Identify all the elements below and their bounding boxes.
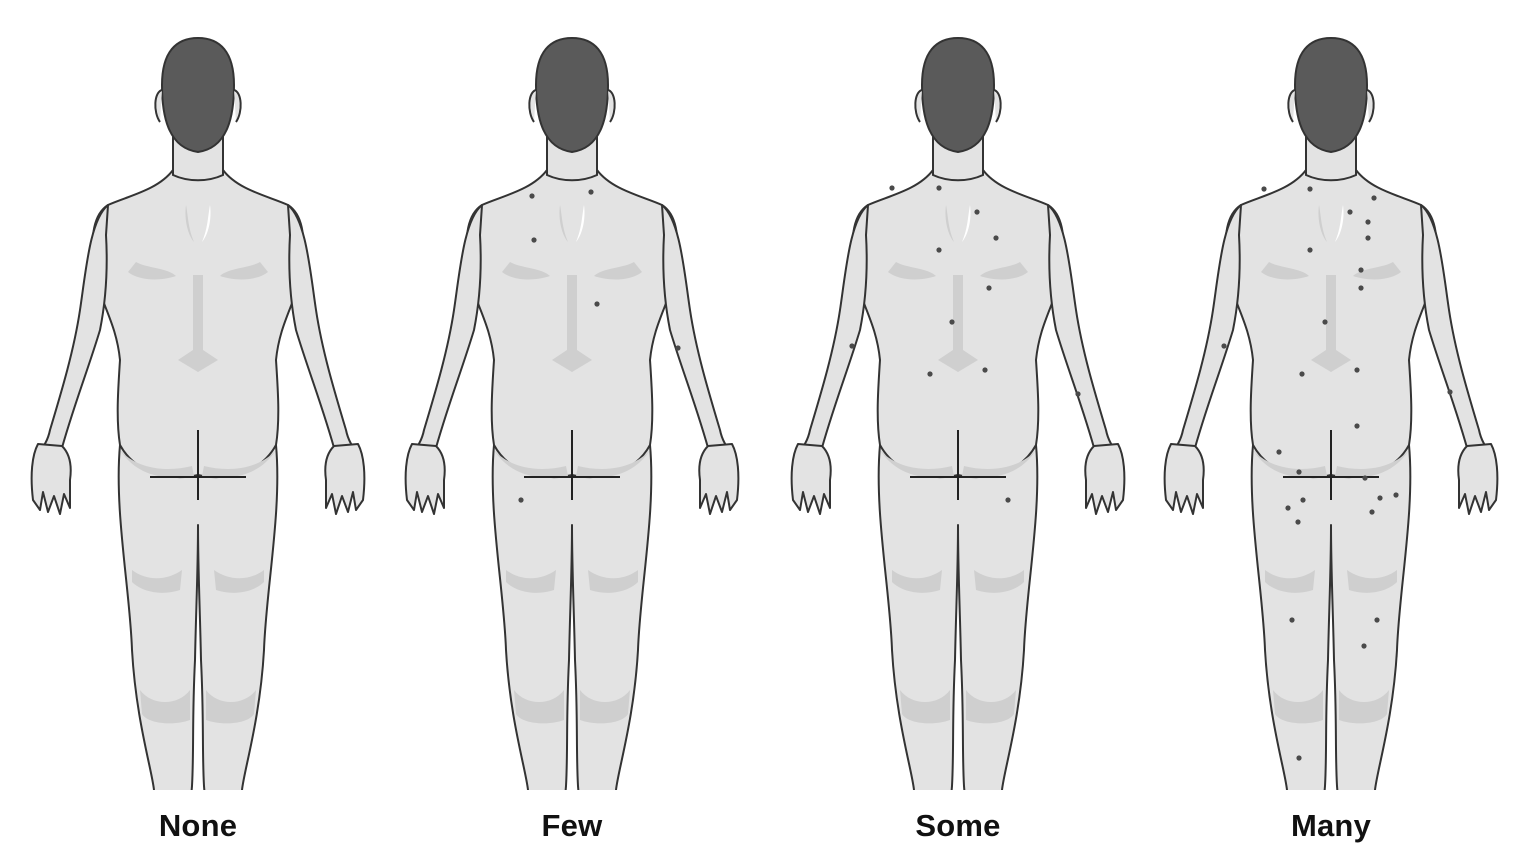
figures-svg	[30, 37, 1499, 812]
mole	[1365, 219, 1371, 225]
mole	[949, 319, 955, 325]
mole	[1296, 469, 1302, 475]
mole	[1307, 186, 1313, 192]
mole	[1276, 449, 1282, 455]
figure-few	[404, 37, 740, 812]
mole	[1005, 497, 1011, 503]
mole	[1393, 492, 1399, 498]
mole	[1377, 495, 1383, 501]
label-few: Few	[541, 808, 603, 843]
label-many: Many	[1290, 808, 1372, 843]
mole	[1354, 423, 1360, 429]
mole	[889, 185, 895, 191]
mole	[1299, 371, 1305, 377]
mole	[531, 237, 537, 243]
mole	[974, 209, 980, 215]
figure-none	[30, 37, 366, 812]
mole	[1354, 367, 1360, 373]
mole	[1261, 186, 1267, 192]
mole	[1365, 235, 1371, 241]
figure-many	[1163, 37, 1499, 812]
mole	[1295, 519, 1301, 525]
mole	[982, 367, 988, 373]
mole	[1221, 343, 1227, 349]
figure-some	[790, 37, 1126, 812]
mole	[1307, 247, 1313, 253]
mole	[936, 247, 942, 253]
mole	[1347, 209, 1353, 215]
label-none: None	[158, 808, 238, 843]
mole	[936, 185, 942, 191]
mole	[518, 497, 524, 503]
mole	[1358, 267, 1364, 273]
mole	[1289, 617, 1295, 623]
label-some: Some	[915, 808, 1001, 843]
mole	[1075, 391, 1081, 397]
mole	[1296, 755, 1302, 761]
mole	[849, 343, 855, 349]
mole	[986, 285, 992, 291]
mole	[1371, 195, 1377, 201]
moles-few	[518, 189, 681, 503]
moles-some	[849, 185, 1081, 503]
moles-many	[1221, 186, 1453, 761]
mole	[927, 371, 933, 377]
mole	[1369, 509, 1375, 515]
mole	[1285, 505, 1291, 511]
mole	[1361, 643, 1367, 649]
mole	[588, 189, 594, 195]
mole	[675, 345, 681, 351]
mole	[1447, 389, 1453, 395]
mole	[1362, 475, 1368, 481]
mole	[529, 193, 535, 199]
mole	[1322, 319, 1328, 325]
mole	[1374, 617, 1380, 623]
mole	[594, 301, 600, 307]
mole	[1300, 497, 1306, 503]
mole	[1358, 285, 1364, 291]
mole	[993, 235, 999, 241]
